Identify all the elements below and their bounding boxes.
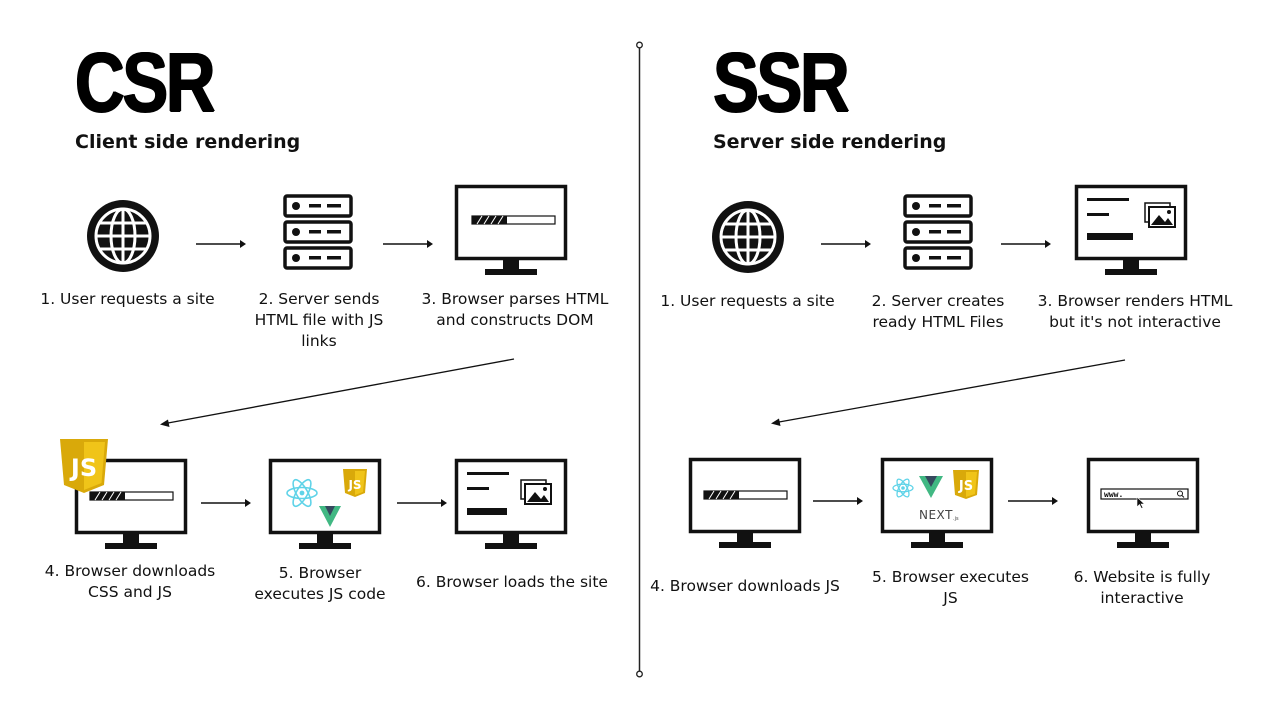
csr-step-4-label: 4. Browser downloads CSS and JS <box>44 562 216 601</box>
ssr-step-3-label: 3. Browser renders HTML but it's not int… <box>1037 292 1233 331</box>
csr-title: CSR <box>75 35 216 129</box>
arrow-icon <box>201 499 251 507</box>
js-small-icon: JS <box>343 469 367 497</box>
ssr-step-4-label: 4. Browser downloads JS <box>650 577 840 595</box>
svg-text:.js: .js <box>953 516 959 522</box>
react-icon <box>892 478 914 498</box>
arrow-icon <box>397 499 447 507</box>
js-small-icon: JS <box>953 470 979 499</box>
monitor-frameworks-icon: JS <box>268 458 382 549</box>
csr-subtitle: Client side rendering <box>75 131 301 153</box>
arrow-icon <box>821 240 871 248</box>
svg-text:JS: JS <box>958 479 973 494</box>
nextjs-icon: NEXT .js <box>919 508 959 522</box>
arrow-icon <box>383 240 433 248</box>
image-icon <box>1144 202 1176 228</box>
svg-text:NEXT: NEXT <box>919 508 953 522</box>
ssr-title: SSR <box>713 35 850 129</box>
image-icon <box>520 479 552 505</box>
svg-text:JS: JS <box>347 478 361 492</box>
monitor-frameworks-icon: JS NEXT .js <box>880 457 994 548</box>
csr-step-6-label: 6. Browser loads the site <box>416 573 608 591</box>
globe-icon <box>712 201 784 273</box>
cursor-icon <box>1136 496 1146 509</box>
js-badge-text: JS <box>69 454 97 482</box>
monitor-webpage-icon <box>1074 184 1188 275</box>
ssr-subtitle: Server side rendering <box>713 131 947 153</box>
arrow-icon <box>813 497 863 505</box>
monitor-browser-icon: www. <box>1086 457 1200 548</box>
csr-step-2-label: 2. Server sends HTML file with JS links <box>254 290 384 350</box>
ssr-step-5-label: 5. Browser executes JS <box>872 568 1029 607</box>
csr-step-3-label: 3. Browser parses HTML and constructs DO… <box>421 290 609 329</box>
arrow-icon <box>1001 240 1051 248</box>
monitor-loading-icon <box>74 458 188 549</box>
globe-icon <box>87 200 159 272</box>
csr-step-1-label: 1. User requests a site <box>40 290 215 308</box>
vue-icon <box>919 476 943 498</box>
csr-step-5-label: 5. Browser executes JS code <box>254 564 386 603</box>
monitor-loading-icon <box>688 457 802 548</box>
arrow-icon <box>1008 497 1058 505</box>
vue-icon <box>319 506 341 527</box>
ssr-step-2-label: 2. Server creates ready HTML Files <box>871 292 1005 331</box>
diagonal-arrow-icon <box>160 358 515 427</box>
monitor-webpage-icon <box>454 458 568 549</box>
ssr-step-6-label: 6. Website is fully interactive <box>1073 568 1211 607</box>
search-icon <box>1177 490 1185 498</box>
url-text: www. <box>1104 490 1123 499</box>
ssr-step-1-label: 1. User requests a site <box>660 292 835 310</box>
server-icon <box>283 194 353 270</box>
react-icon <box>286 478 318 508</box>
monitor-loading-icon <box>454 184 568 275</box>
server-icon <box>903 194 973 270</box>
arrow-icon <box>196 240 246 248</box>
js-shield-icon: JS <box>60 439 108 493</box>
